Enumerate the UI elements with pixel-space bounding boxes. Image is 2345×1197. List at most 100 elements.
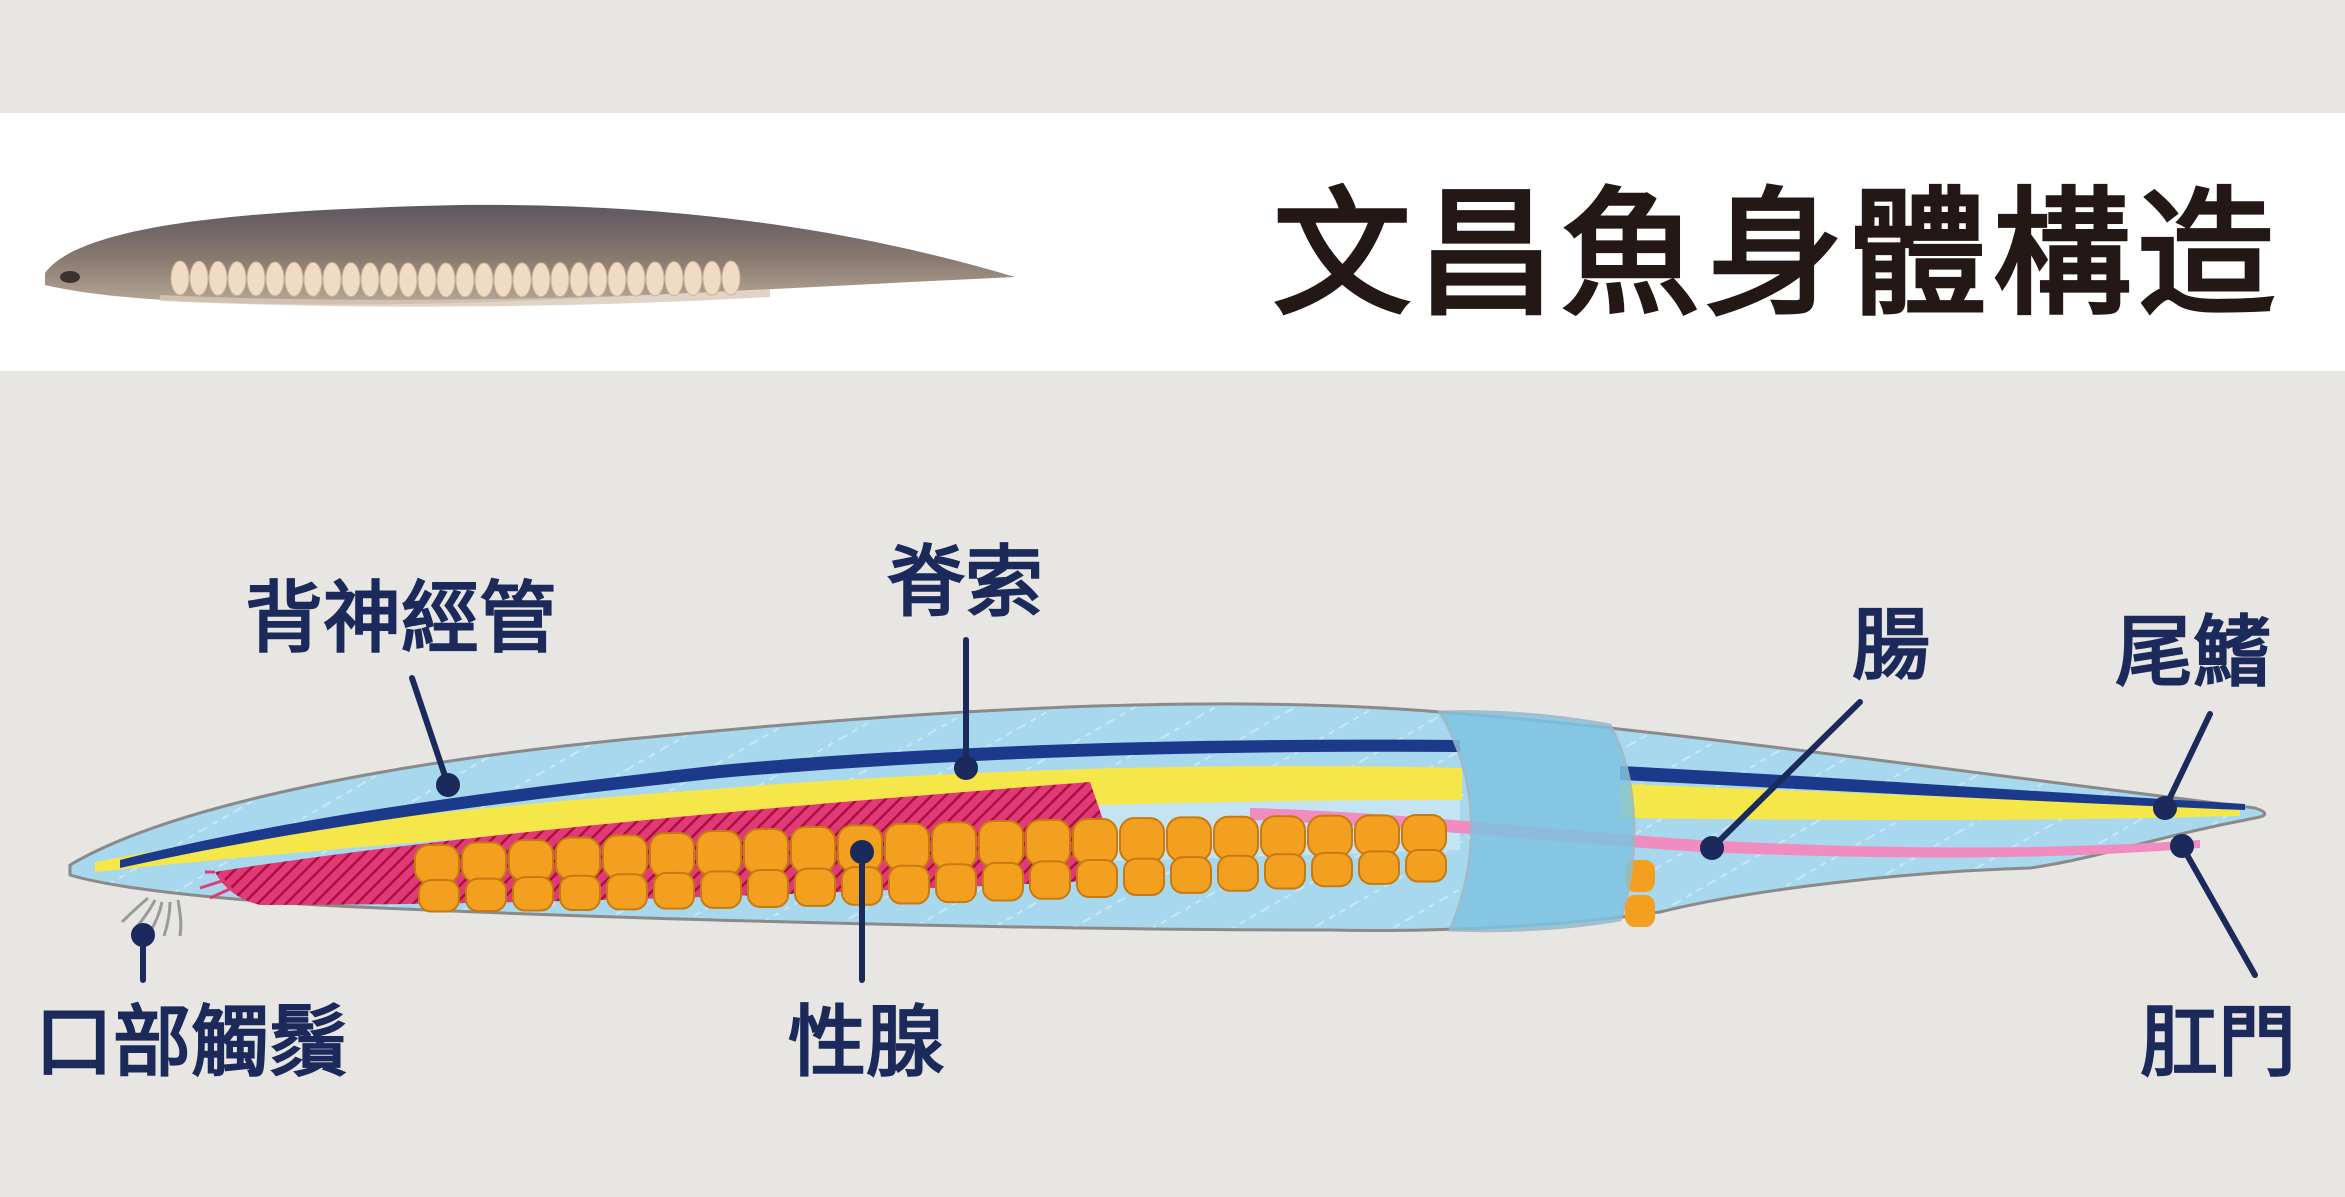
photo-eye — [60, 271, 80, 283]
gonad-block — [1025, 818, 1071, 867]
leader-tail-fin — [2162, 711, 2213, 811]
photo-gonad-segment — [360, 262, 380, 298]
gonad-block-lower — [935, 863, 977, 904]
gonad-block-lower — [559, 874, 601, 911]
gonad-block-lower — [1311, 851, 1353, 888]
label-oral-cirri: 口部觸鬚 — [35, 998, 348, 1088]
notochord-tail — [1620, 784, 2240, 820]
photo-gonad-segment — [265, 261, 285, 297]
dot-notochord — [954, 756, 978, 780]
label-tail-fin: 尾鰭 — [2115, 608, 2272, 698]
photo-gonad-segment — [246, 261, 266, 297]
leader-intestine — [1709, 699, 1863, 851]
page-title: 文昌魚身體構造 — [1272, 174, 2281, 335]
dorsal-nerve-cord — [120, 739, 1460, 868]
gonad-block-lower — [418, 879, 460, 913]
gonad-block-lower — [982, 861, 1024, 902]
photo-gonad-segment — [550, 262, 570, 298]
leader-anus — [2179, 843, 2258, 978]
gonad-block — [1307, 814, 1353, 858]
body-cut-band — [1437, 710, 1636, 933]
photo-gonad-segment — [664, 261, 684, 297]
gonad-stripe-tips — [199, 870, 233, 900]
dot-oral-cirri — [131, 923, 155, 947]
gonad-block — [1119, 817, 1165, 864]
photo-gonad-segment — [417, 262, 437, 298]
photo-gonad-segment — [436, 262, 456, 298]
photo-gonad-segment — [284, 261, 304, 297]
gonad-block — [508, 839, 554, 882]
photo-gonad-segment — [170, 260, 190, 296]
photo-gonad-segment — [208, 260, 228, 296]
gonad-block — [1260, 815, 1306, 860]
gonad-block — [555, 836, 601, 881]
photo-gonad-segment — [303, 261, 323, 297]
photo-gonads — [170, 260, 741, 298]
gonad-block-lower — [1123, 857, 1165, 896]
dorsal-nerve-cord-tail — [1620, 766, 2245, 810]
gonad-block-lower — [512, 876, 554, 912]
intestine — [1250, 808, 2200, 858]
gonad-block — [696, 829, 742, 877]
photo-gonad-segment — [379, 262, 399, 298]
photo-gonad-segment — [512, 262, 532, 298]
photo-gonad-segment — [227, 261, 247, 297]
photo-gonad-segment — [569, 262, 589, 298]
gonad-block-lower — [465, 877, 507, 913]
gonad-block — [1213, 815, 1259, 861]
label-dorsal-nerve-cord: 背神經管 — [245, 574, 558, 664]
gonads — [414, 814, 1655, 927]
gonad-block — [1072, 817, 1118, 866]
photo-gonad-segment — [322, 262, 342, 298]
gonad-block — [743, 827, 789, 876]
label-gonads: 性腺 — [788, 998, 945, 1088]
gonad-block-lower — [1264, 853, 1306, 890]
label-anus: 肛門 — [2140, 998, 2297, 1088]
gonad-block — [461, 841, 507, 884]
gonad-block — [1354, 814, 1400, 857]
gonad-block — [978, 820, 1024, 869]
leader-dorsal-nerve-cord — [409, 675, 451, 788]
gonad-block — [931, 821, 977, 870]
photo-gonad-segment — [702, 260, 722, 296]
photo-gonad-segment — [341, 262, 361, 298]
gonad-block — [602, 834, 648, 880]
dot-dorsal-nerve-cord — [436, 773, 460, 797]
gonad-block-lower — [888, 864, 930, 905]
photo-gonad-segment — [626, 261, 646, 297]
gonad-block-lower — [653, 871, 695, 910]
lancelet-photo — [45, 204, 1015, 307]
gonad-block-lower — [1029, 860, 1071, 900]
photo-belly — [160, 289, 770, 307]
gonad-block — [649, 832, 695, 878]
gonad-block-lower — [606, 873, 648, 911]
dot-intestine — [1700, 836, 1724, 860]
photo-gonad-segment — [588, 261, 608, 297]
gonad-block-posterior — [1625, 895, 1655, 927]
photo-gonad-segment — [189, 260, 209, 296]
photo-gonad-segment — [493, 262, 513, 298]
gonad-block-lower — [1076, 859, 1118, 898]
gonad-block — [414, 844, 460, 885]
gonad-block — [1166, 816, 1212, 863]
label-intestine: 腸 — [1852, 601, 1931, 691]
gonad-block — [790, 826, 836, 874]
gonad-block-lower — [794, 867, 836, 907]
gonad-block-lower — [700, 870, 742, 909]
gonad-block-lower — [1358, 850, 1400, 885]
photo-gonad-segment — [721, 260, 741, 296]
photo-gonad-segment — [398, 262, 418, 298]
notochord — [95, 766, 1462, 872]
gonad-block-lower — [1405, 849, 1447, 883]
photo-gonad-segment — [645, 261, 665, 297]
photo-gonad-segment — [607, 261, 627, 297]
gonad-block — [1401, 814, 1447, 855]
gonad-block-lower — [1170, 856, 1212, 894]
dot-anus — [2170, 834, 2194, 858]
gonad-block-lower — [1217, 854, 1259, 892]
photo-gonad-segment — [455, 262, 475, 298]
label-notochord: 脊索 — [887, 538, 1044, 628]
gonad-block — [884, 822, 930, 871]
dot-tail-fin — [2153, 796, 2177, 820]
photo-gonad-segment — [683, 260, 703, 296]
